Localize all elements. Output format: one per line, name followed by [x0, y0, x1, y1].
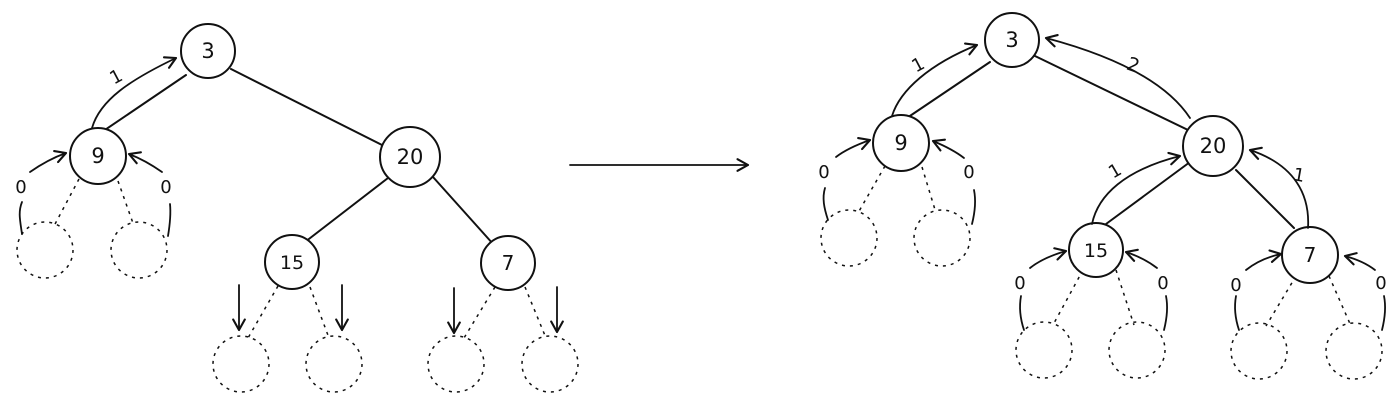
left-node-20-label: 20: [397, 145, 424, 169]
right-node-9: 9: [872, 114, 930, 172]
right-return-arrow-null-to-15-left-tip: [1029, 247, 1068, 269]
right-return-arrow-null-to-9-right: [971, 189, 976, 225]
left-null-9-left: [16, 221, 74, 279]
edge-20-15: [304, 177, 389, 243]
right-null-7-left: [1230, 322, 1288, 380]
right-return-label-null-to-15-right: 0: [1157, 273, 1168, 294]
right-edge-3-9: [897, 61, 991, 125]
right-edge-3-20: [1034, 55, 1189, 131]
dash-15-null-right: [309, 286, 330, 339]
right-null-15-right: [1108, 321, 1166, 379]
right-return-arrow-null-to-15-right: [1163, 295, 1168, 331]
dash-9-null-left: [53, 178, 80, 227]
left-return-arrow-9-to-3: [91, 56, 178, 129]
left-null-7-right: [521, 335, 579, 393]
right-return-arrow-null-to-7-left: [1234, 295, 1240, 331]
right-return-label-null-to-7-left: 0: [1230, 275, 1241, 296]
right-return-label-15-to-20: 1: [1105, 159, 1125, 183]
left-node-15: 15: [264, 234, 320, 290]
right-return-arrow-null-to-15-left: [1019, 295, 1025, 331]
right-node-3: 3: [984, 12, 1040, 68]
left-tree: 3 9 20 15 7 1 0 0: [15, 23, 579, 393]
edge-3-9: [95, 74, 187, 137]
right-dash-7-null-left: [1265, 275, 1297, 327]
right-return-arrow-null-to-7-left-tip: [1245, 249, 1283, 271]
right-node-20: 20: [1182, 115, 1244, 177]
left-node-20: 20: [379, 126, 441, 188]
right-return-arrow-null-to-7-right-tip: [1343, 252, 1376, 271]
right-node-15: 15: [1068, 222, 1124, 278]
left-return-label-null-to-9-left: 0: [15, 177, 26, 198]
right-return-arrow-null-to-15-right-tip: [1124, 248, 1158, 269]
left-node-15-label: 15: [280, 252, 304, 274]
right-null-9-left: [820, 209, 878, 267]
dash-7-null-left: [463, 286, 496, 339]
left-null-7-left: [427, 335, 485, 393]
right-null-15-left: [1015, 321, 1073, 379]
edge-3-20: [230, 68, 383, 146]
right-return-arrow-7-to-20: [1248, 146, 1310, 229]
left-node-3-label: 3: [201, 39, 214, 63]
left-null-15-right: [305, 335, 363, 393]
right-node-3-label: 3: [1005, 28, 1018, 52]
right-return-label-null-to-15-left: 0: [1014, 273, 1025, 294]
right-tree: 3 9 20 15 7 1 2 0: [818, 12, 1387, 380]
right-return-label-null-to-9-right: 0: [963, 162, 974, 183]
left-return-arrow-null-to-9-left: [18, 201, 23, 235]
left-node-7-label: 7: [502, 251, 515, 275]
left-node-9-label: 9: [91, 144, 104, 168]
right-return-arrow-20-to-3: [1044, 34, 1191, 119]
right-dash-15-null-right: [1115, 269, 1135, 326]
left-return-arrow-null-to-9-right: [167, 203, 172, 237]
right-return-arrow-9-to-3: [891, 42, 979, 117]
left-return-label-9-to-3: 1: [106, 65, 126, 89]
right-node-7-label: 7: [1304, 243, 1317, 267]
right-dash-7-null-right: [1328, 275, 1352, 327]
right-return-label-7-to-20: 1: [1291, 164, 1306, 187]
right-node-20-label: 20: [1200, 134, 1227, 158]
right-return-arrow-null-to-9-right-tip: [931, 138, 965, 159]
dash-9-null-right: [117, 180, 135, 227]
left-node-9: 9: [69, 127, 127, 185]
left-null-15-left: [212, 335, 270, 393]
right-return-arrow-null-to-7-right: [1381, 295, 1386, 331]
dash-7-null-right: [524, 286, 547, 339]
right-node-9-label: 9: [894, 131, 907, 155]
right-null-7-right: [1325, 322, 1383, 380]
right-edge-20-15: [1105, 161, 1191, 225]
left-node-7: 7: [480, 235, 536, 291]
right-return-arrow-null-to-9-left-tip: [835, 136, 872, 158]
right-null-9-right: [913, 209, 971, 267]
right-dash-9-null-right: [921, 166, 937, 214]
dash-15-null-left: [247, 285, 279, 339]
right-return-arrow-15-to-20: [1091, 151, 1182, 225]
right-return-label-null-to-9-left: 0: [818, 162, 829, 183]
right-return-arrow-null-to-9-left: [822, 187, 829, 221]
right-edge-20-7: [1235, 169, 1295, 229]
right-node-7: 7: [1281, 226, 1339, 284]
right-dash-15-null-left: [1052, 269, 1084, 326]
left-return-label-null-to-9-right: 0: [160, 177, 171, 198]
left-node-3: 3: [180, 23, 236, 79]
edge-20-7: [432, 176, 495, 246]
left-null-9-right: [110, 221, 168, 279]
right-node-15-label: 15: [1084, 240, 1108, 262]
left-return-arrow-null-to-9-right-tip: [127, 151, 163, 173]
right-return-label-null-to-7-right: 0: [1375, 273, 1386, 294]
right-dash-9-null-left: [857, 165, 886, 214]
left-return-arrow-null-to-9-left-tip: [29, 149, 68, 173]
